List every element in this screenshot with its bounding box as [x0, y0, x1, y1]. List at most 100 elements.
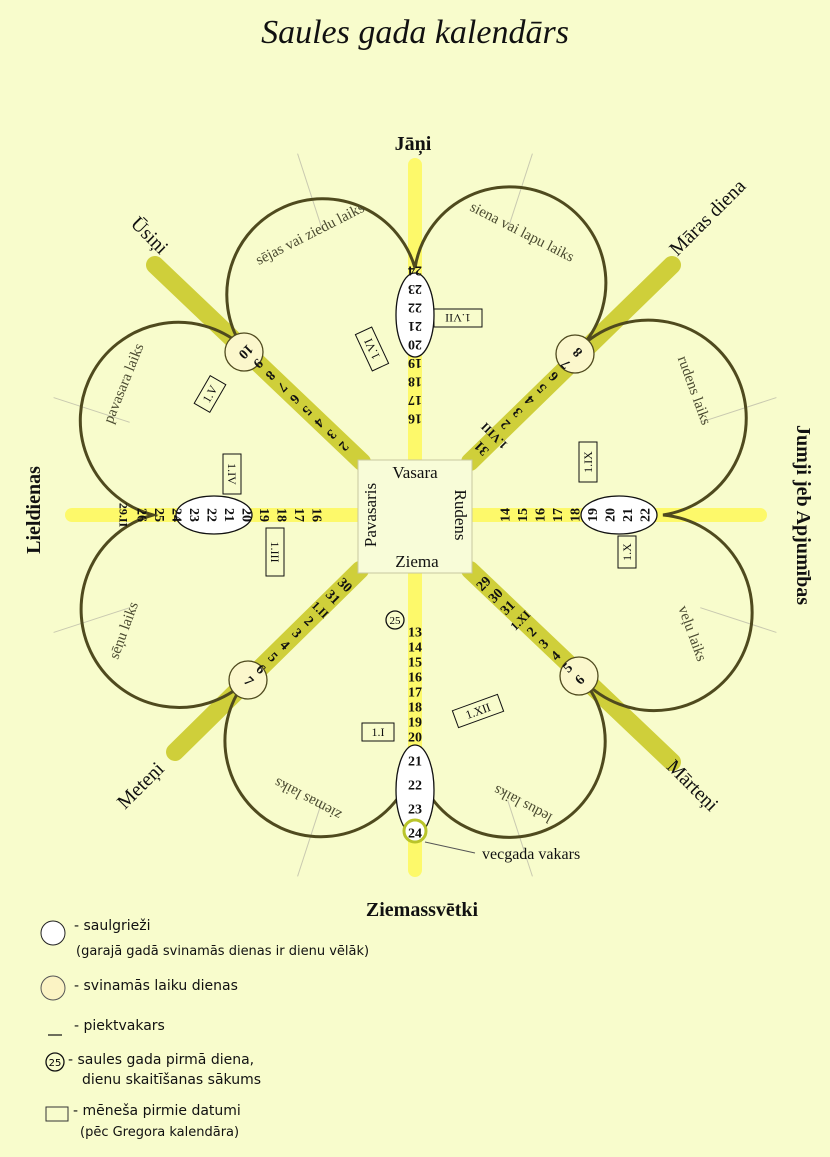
festival-vecgada-vakars: vecgada vakars	[482, 846, 580, 863]
guide-ray	[297, 800, 323, 877]
cream-circle-icon	[40, 975, 66, 1001]
festival-jani: Jāņi	[395, 133, 432, 156]
month-start-box: 1.VII	[433, 308, 483, 328]
axis-day-number-right: 22	[639, 508, 654, 522]
month-start-box: 1.IV	[222, 453, 242, 495]
season-autumn: Rudens	[451, 490, 470, 541]
rectangle-icon	[45, 1106, 69, 1122]
axis-day-number-right: 21	[621, 508, 636, 522]
legend-text: - piektvakars	[74, 1018, 165, 1034]
diagonal-bar-bottom-left	[166, 561, 369, 761]
axis-day-number-left: 20	[239, 508, 254, 522]
period-sowing: sējas vai ziedu laiks	[253, 200, 367, 269]
axis-day-number-bottom: 15	[408, 656, 422, 671]
marker-circles	[175, 272, 658, 854]
month-box-frame	[578, 441, 598, 483]
axis-day-number-bottom: 24	[408, 827, 422, 842]
axis-day-number-top: 24	[408, 263, 422, 278]
circled-number-text: 25	[49, 1058, 62, 1069]
legend-text: - svinamās laiku dienas	[74, 978, 238, 994]
period-souls: veļu laiks	[674, 604, 709, 664]
guide-ray	[507, 153, 533, 230]
guide-ray	[53, 607, 130, 633]
month-box-label: 1.III	[268, 542, 282, 563]
white-circle-icon	[40, 920, 66, 946]
axis-day-number-left: 16	[309, 508, 324, 522]
guide-ray	[297, 153, 323, 230]
month-start-box: 1.VI	[354, 326, 390, 372]
month-start-box: 1.XII	[451, 693, 505, 729]
axis-day-number-right: 14	[499, 508, 514, 522]
axis-day-number-left: 19	[256, 508, 271, 522]
month-box-frame	[222, 453, 242, 495]
season-summer: Vasara	[392, 463, 438, 482]
month-box-label: 1.VII	[445, 311, 471, 325]
guide-ray	[700, 607, 777, 633]
festival-usini: Ūsiņi	[126, 213, 173, 260]
axis-day-number-right: 19	[586, 508, 601, 522]
legend-subtext: (pēc Gregora kalendāra)	[80, 1125, 240, 1140]
month-box-frame	[433, 308, 483, 328]
axis-day-number-bottom: 21	[408, 755, 422, 770]
axis-day-number-top: 22	[408, 300, 422, 315]
month-start-box: 1.X	[617, 535, 637, 569]
period-autumn: rudens laiks	[674, 354, 714, 427]
month-box-label: 1.VI	[361, 336, 383, 362]
axis-day-number-right: 16	[534, 508, 549, 522]
month-box-label: 1.X	[620, 543, 634, 561]
axis-day-number-top: 20	[408, 337, 422, 352]
month-box-label: 1.IV	[225, 463, 239, 485]
axis-day-number-left: 18	[274, 508, 289, 522]
axis-day-number-right: 18	[569, 508, 584, 522]
first-day-number: 25	[390, 615, 402, 627]
axis-day-number-top: 23	[408, 281, 422, 296]
axis-day-number-left: 25	[151, 508, 166, 522]
legend-subtext: (garajā gadā svinamās dienas ir dienu vē…	[76, 944, 370, 959]
festival-ziemassvetki: Ziemassvētki	[366, 899, 479, 921]
legend-text: - saules gada pirmā diena,	[68, 1052, 255, 1068]
flower-outline	[78, 185, 754, 839]
month-start-box: 1.V	[193, 374, 227, 414]
axis-day-number-left: 23	[186, 508, 201, 522]
season-labels: Vasara Ziema Pavasaris Rudens	[361, 463, 470, 571]
festival-maras-diena: Māras diena	[665, 175, 750, 260]
guide-ray	[700, 397, 777, 423]
new-year-eve-circle	[402, 818, 428, 844]
month-box-label: 1.V	[200, 383, 221, 406]
diagram-title: Saules gada kalendārs	[261, 14, 569, 51]
month-start-box: 1.III	[265, 527, 285, 577]
festival-circle-bottom-left	[228, 660, 268, 700]
period-winter: ziemas laiks	[272, 774, 345, 823]
month-box-frame	[361, 722, 395, 742]
season-box	[357, 459, 473, 574]
festival-jumji: Jumji jeb Apjumības	[792, 425, 814, 605]
axis-day-number-left: 24	[169, 508, 184, 522]
circled-number-icon: 25	[45, 1052, 65, 1072]
month-box-frame	[265, 527, 285, 577]
equinox-circle-spring	[175, 495, 253, 535]
axis-day-number-bottom: 17	[408, 686, 422, 701]
period-mushroom: sēņu laiks	[107, 600, 142, 662]
month-box-frame	[193, 374, 227, 414]
festival-circle-bottom-right	[559, 656, 599, 696]
axis-day-number-bottom: 19	[408, 716, 422, 731]
axis-day-number-top: 21	[408, 318, 422, 333]
axis-day-number-bottom: 18	[408, 701, 422, 716]
month-box-label: 1.IX	[581, 451, 595, 473]
axis-day-number-bottom: 16	[408, 671, 422, 686]
axis-day-number-top: 19	[408, 355, 422, 370]
axis-day-number-top: 16	[408, 411, 422, 426]
axis-day-number-right: 20	[604, 508, 619, 522]
axis-day-number-bottom: 23	[408, 803, 422, 818]
axis-day-number-bottom: 22	[408, 779, 422, 794]
month-start-box: 1.I	[361, 722, 395, 742]
festival-meteni: Meteņi	[113, 758, 169, 814]
period-ice: ledus laiks	[491, 781, 555, 825]
season-spring: Pavasaris	[361, 483, 380, 547]
month-box-label: 1.XII	[464, 700, 493, 722]
festival-circle-top-left	[224, 332, 264, 372]
axis-day-number-bottom: 13	[408, 626, 422, 641]
legend-text: - saulgrieži	[74, 918, 151, 934]
new-year-eve-leader	[424, 841, 476, 854]
